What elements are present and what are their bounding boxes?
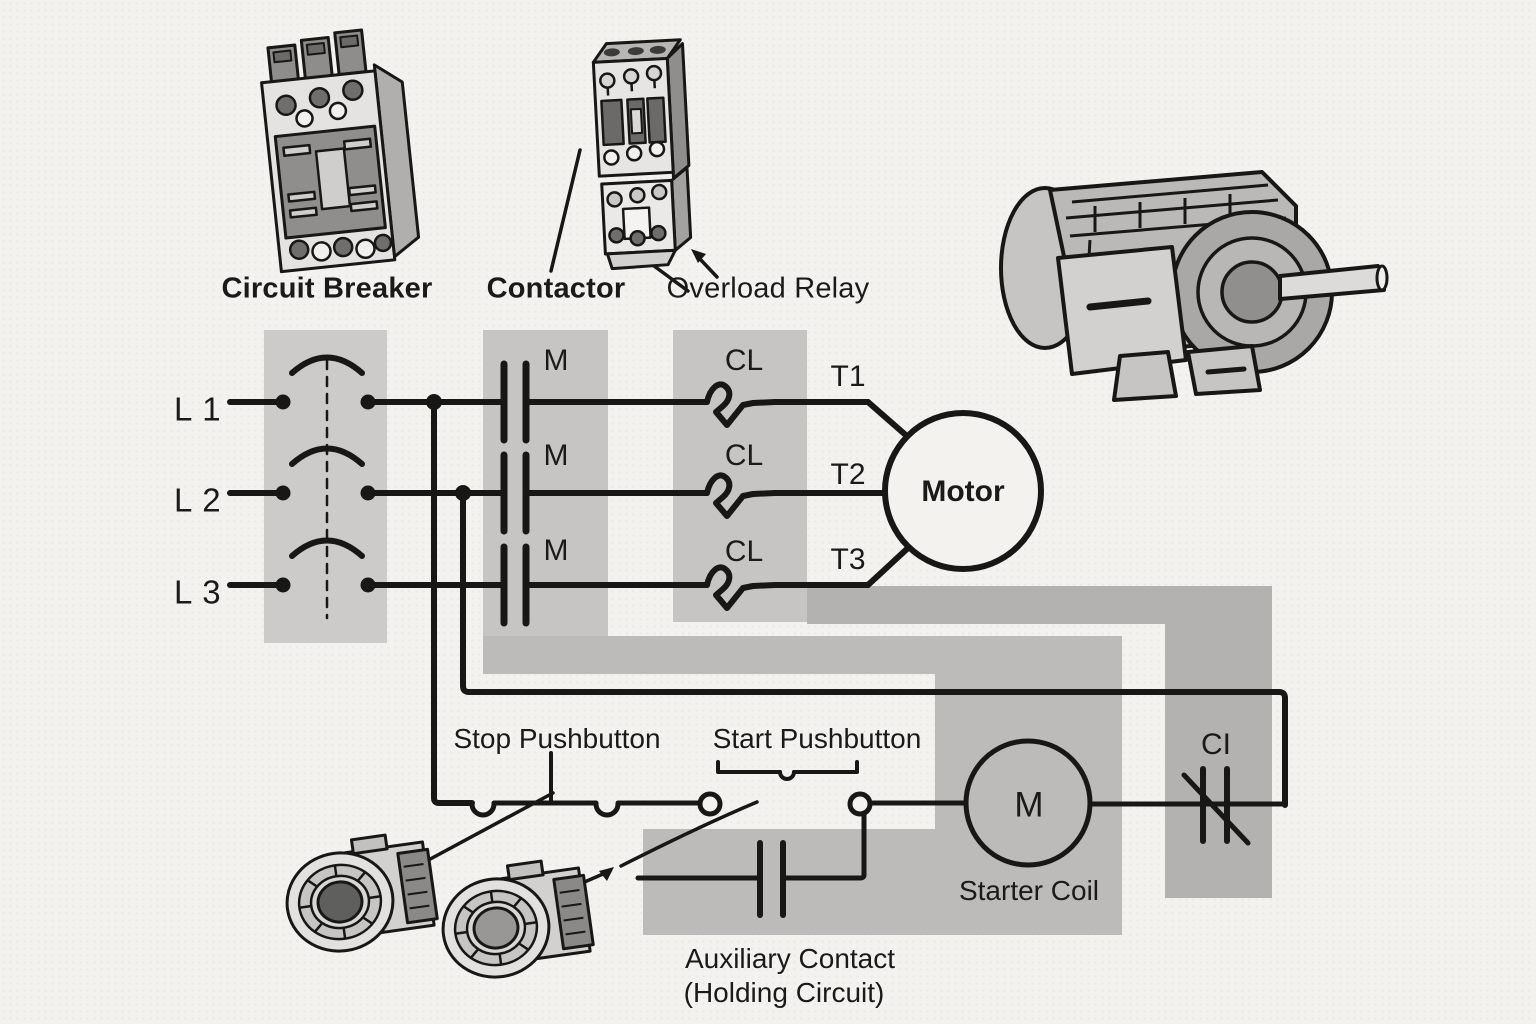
circuit-breaker-symbol [292,358,362,620]
overload-label-leader [648,261,690,293]
overload-relay-label: Overload Relay [666,272,870,305]
contactor-leader-line [549,148,582,273]
terminal-t3-label: T3 [830,543,866,576]
t1-wire [772,399,911,440]
overload-element-3-label: CL [724,535,764,568]
stop-photo-leader [406,791,555,873]
terminal-t1-label: T1 [830,360,866,393]
phase-l3-label: L 3 [174,573,222,611]
highlight-panels [264,330,1272,935]
start-contact-pointer-curve [619,800,759,868]
overload-nc-contact-symbol [1181,766,1251,846]
overload-arrowhead-icon [691,249,706,263]
aux-contact-highlight [643,829,935,935]
start-arrowhead-icon [599,867,614,881]
circuit-breaker-label: Circuit Breaker [221,272,433,305]
start-contact-symbol [697,760,873,817]
aux-contact-label-line1: Auxiliary Contact [684,943,896,974]
ol-contact-highlight [1165,586,1272,898]
start-button-face [472,906,520,950]
starter-coil-letter: M [1014,785,1044,825]
aux-contact-symbol [635,810,867,918]
control-loop-wire [460,490,1288,808]
aux-contact-label-line2: (Holding Circuit) [683,977,885,1008]
junction-dots [275,394,471,593]
overload-contact-label: CI [1201,728,1231,761]
circuit-breaker-photo [260,28,421,274]
control-circuit-wiring [469,738,1288,918]
stop-pushbutton-label: Stop Pushbutton [453,723,661,754]
phase-l1-label: L 1 [174,390,222,428]
starter-coil-label: Starter Coil [958,875,1100,906]
contactor-contact-m1-label: M [543,344,569,377]
overload-arrow-line [698,257,719,279]
stop-button-face [316,880,364,924]
start-pushbutton-photo [441,859,595,979]
motor-photo [999,170,1389,402]
stop-pushbutton-photo [285,833,439,953]
stop-contact-symbol [469,751,702,818]
overload-element-1-label: CL [724,344,764,377]
overload-element-2-label: CL [724,439,764,472]
motor-label: Motor [921,475,1005,508]
power-circuit-wiring [227,358,1288,808]
motor-symbol [882,410,1044,572]
contactor-photo [591,38,693,271]
control-drop-left [431,399,475,806]
contactor-contact-m2-label: M [543,439,569,472]
t3-wire [772,545,911,588]
contactor-contact-m3-label: M [543,534,569,567]
terminal-t2-label: T2 [830,458,866,491]
start-pushbutton-label: Start Pushbutton [712,723,922,754]
contactor-label: Contactor [486,272,626,305]
phase-l2-label: L 2 [174,481,222,519]
overload-relay-highlight [673,330,807,622]
